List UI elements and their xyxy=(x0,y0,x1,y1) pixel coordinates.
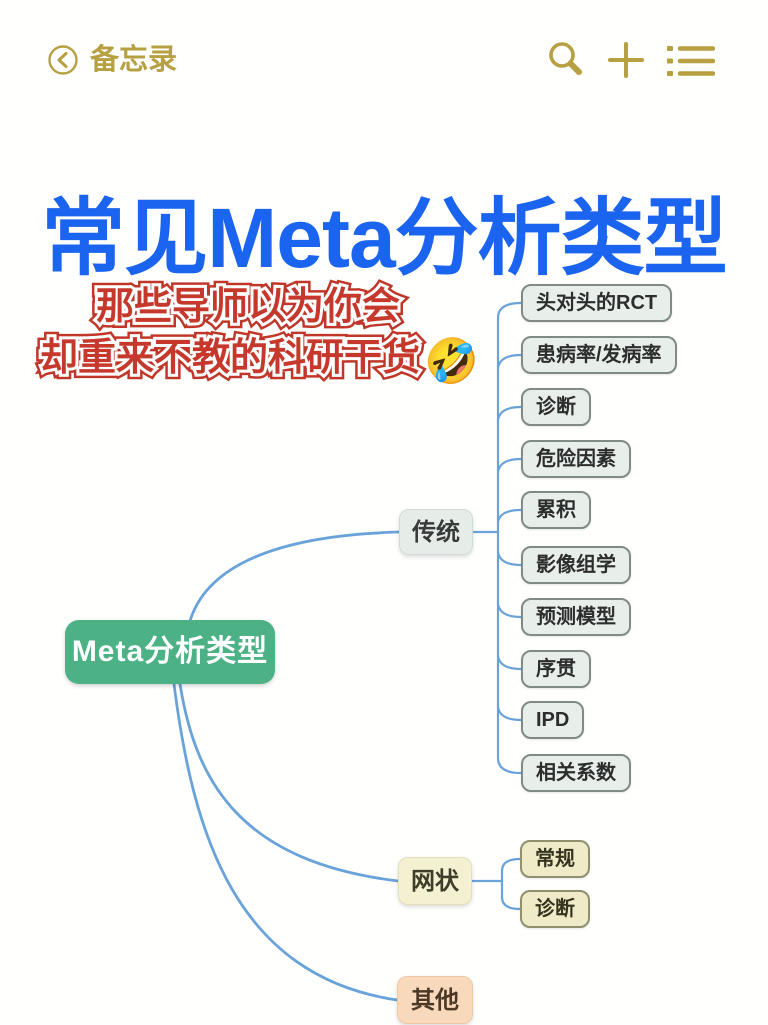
connector-leaf-2 xyxy=(496,353,523,370)
connector-root-traditional xyxy=(188,530,401,623)
leaf-node-sequential: 序贯 xyxy=(521,650,591,688)
connector-network-bracket xyxy=(500,857,522,911)
search-button[interactable] xyxy=(544,38,588,82)
list-icon xyxy=(667,46,715,76)
connector-leaf-8 xyxy=(496,654,523,671)
connector-root-other xyxy=(172,682,399,1002)
leaf-node-prevalence-incidence: 患病率/发病率 xyxy=(521,336,677,374)
subtitle-line2-body: 却重来不教的科研干货 xyxy=(40,337,421,379)
leaf-node-network-conventional: 常规 xyxy=(520,840,590,878)
leaf-node-prediction-model: 预测模型 xyxy=(521,598,631,636)
back-label: 备忘录 xyxy=(90,44,178,76)
subtitle-line-1: 那些导师以为你会 那些导师以为你会 那些导师以为你会 xyxy=(90,281,405,334)
page-title: 常见Meta分析类型 xyxy=(41,191,727,286)
back-button[interactable]: 备忘录 xyxy=(46,42,177,78)
connector-root-network xyxy=(178,682,400,883)
list-view-button[interactable] xyxy=(667,44,715,78)
branch-node-network: 网状 xyxy=(398,857,472,905)
leaf-node-head-to-head-rct: 头对头的RCT xyxy=(521,284,673,322)
laugh-emoji: 🤣 xyxy=(424,337,479,386)
leaf-node-network-diagnosis: 诊断 xyxy=(520,890,590,928)
subtitle-line2-text: 却重来不教的科研干货🤣 xyxy=(40,337,479,386)
connector-leaf-3 xyxy=(496,405,523,422)
plus-icon xyxy=(608,42,644,78)
subtitle-line2-rim: 却重来不教的科研干货 xyxy=(34,332,425,385)
connector-leaf-4 xyxy=(496,457,523,474)
back-icon xyxy=(48,45,78,75)
subtitle-line1-rim: 那些导师以为你会 xyxy=(90,281,405,334)
subtitle-line2-outline: 却重来不教的科研干货 xyxy=(37,334,423,382)
subtitle-line1-text: 那些导师以为你会 xyxy=(96,286,401,328)
leaf-node-risk-factor: 危险因素 xyxy=(521,440,631,478)
leaf-node-cumulative: 累积 xyxy=(521,491,591,529)
connector-leaf-5 xyxy=(496,508,523,524)
search-icon xyxy=(549,42,582,75)
mindmap-root-node: Meta分析类型 xyxy=(65,620,275,684)
leaf-node-radiomics: 影像组学 xyxy=(521,546,631,584)
connector-leaf-9 xyxy=(496,705,523,722)
add-note-button[interactable] xyxy=(606,40,646,80)
leaf-node-diagnosis: 诊断 xyxy=(521,388,591,426)
subtitle-line-2: 却重来不教的科研干货 却重来不教的科研干货 却重来不教的科研干货🤣 xyxy=(34,332,479,386)
connector-traditional-bracket xyxy=(496,301,523,775)
branch-node-other: 其他 xyxy=(397,976,473,1024)
branch-node-traditional: 传统 xyxy=(399,509,473,555)
connector-leaf-7 xyxy=(496,602,523,619)
leaf-node-ipd: IPD xyxy=(521,701,585,739)
subtitle-line1-outline: 那些导师以为你会 xyxy=(93,283,403,331)
leaf-node-correlation-coefficient: 相关系数 xyxy=(521,754,631,792)
connector-leaf-6 xyxy=(496,550,523,567)
